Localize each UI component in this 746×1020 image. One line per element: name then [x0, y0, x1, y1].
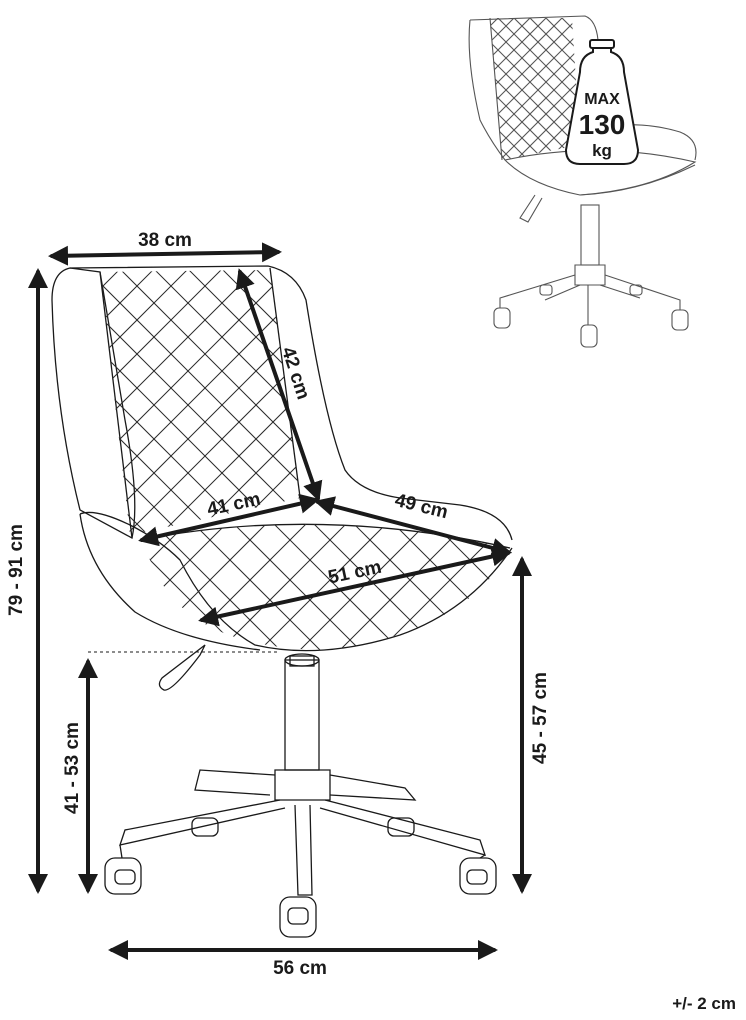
dimension-lines: [28, 242, 532, 960]
label-armless-height: 45 - 57 cm: [530, 672, 551, 764]
caster-right: [459, 854, 497, 895]
caster-back-left: [191, 817, 219, 837]
weight-badge-unit: kg: [592, 141, 612, 160]
height-lever: [158, 644, 206, 691]
label-backrest-width: 38 cm: [138, 230, 192, 251]
caster-left: [104, 844, 142, 895]
dim-backrest-width-line: [48, 242, 282, 266]
dimension-labels: 38 cm 42 cm 41 cm 49 cm 51 cm 79 - 91 cm…: [6, 230, 551, 979]
gas-cylinder: [284, 659, 320, 771]
label-seat-height: 41 - 53 cm: [62, 722, 83, 814]
backrest-shell: [51, 267, 136, 539]
weight-badge: MAX 130 kg: [564, 39, 640, 165]
dim-seat-depth-line: [138, 493, 320, 547]
caster-back-right: [387, 817, 415, 837]
dim-backrest-height-line: [235, 268, 323, 502]
label-total-height: 79 - 91 cm: [6, 524, 27, 616]
dim-seat-diagonal-line: [198, 546, 512, 627]
caster-front: [279, 896, 317, 938]
tolerance-note: +/- 2 cm: [672, 994, 736, 1013]
seat-quilting: [140, 524, 510, 650]
weight-badge-value: 130: [579, 109, 626, 140]
chair-thumbnail: [468, 15, 697, 348]
star-base: [104, 769, 497, 938]
weight-icon: [564, 44, 640, 165]
label-seat-width: 49 cm: [393, 490, 450, 523]
backrest-outline: [69, 265, 513, 541]
label-base-width: 56 cm: [273, 958, 327, 979]
backrest-quilting: [100, 270, 300, 535]
seat-outline: [79, 511, 513, 652]
dim-seat-width-line: [314, 496, 512, 558]
chair-main: [51, 265, 513, 938]
weight-badge-max: MAX: [584, 91, 620, 108]
